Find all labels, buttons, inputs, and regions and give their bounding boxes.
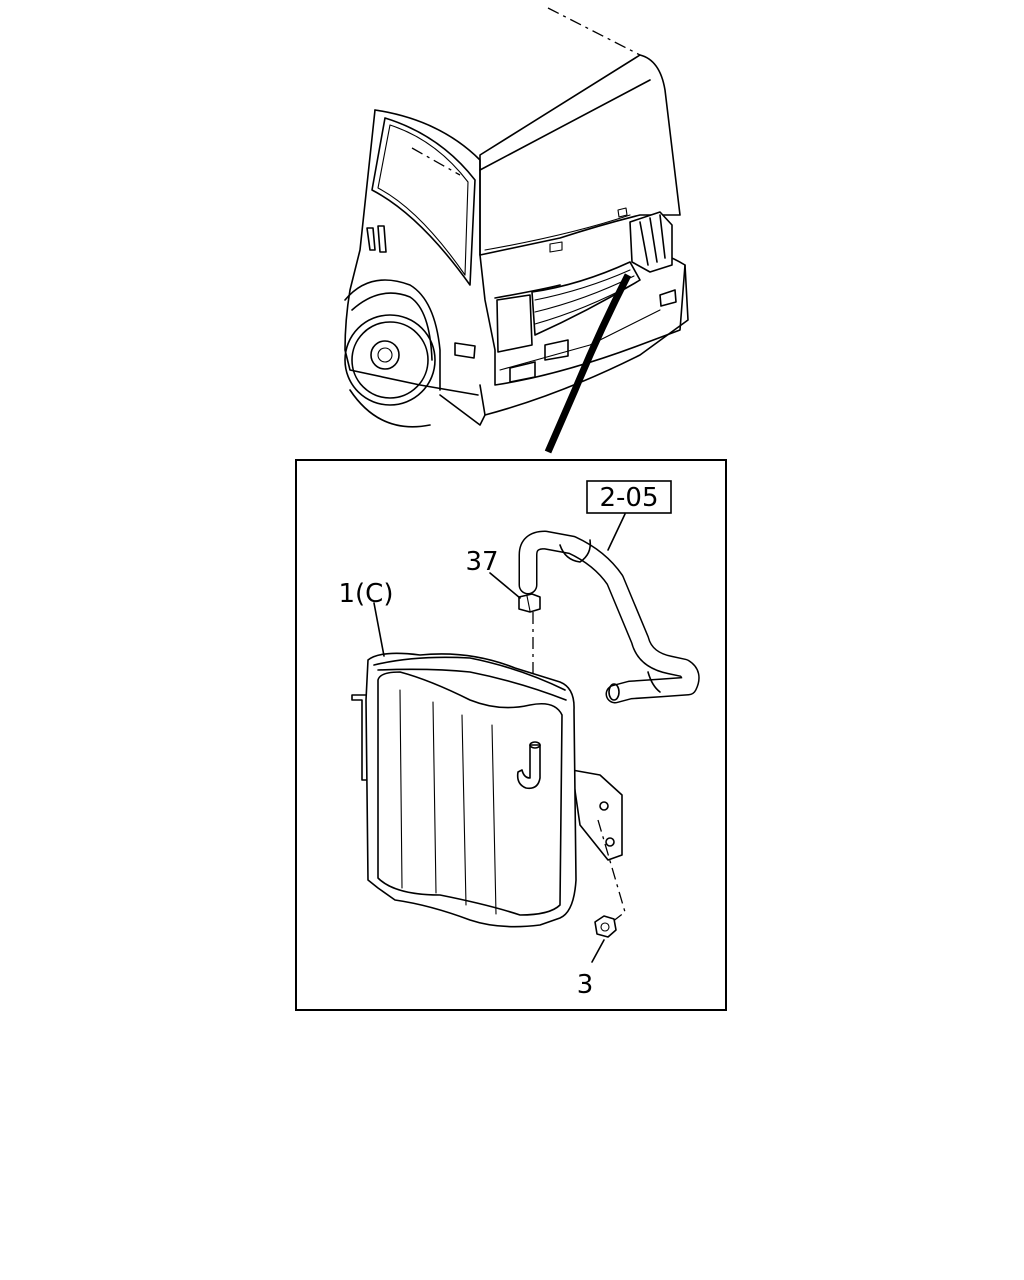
truck-cab-illustration bbox=[344, 7, 689, 454]
part-3-label: 3 bbox=[577, 970, 594, 1000]
part-3-nut[interactable]: 3 bbox=[577, 819, 626, 1000]
washer-hose bbox=[518, 530, 700, 704]
ref-box-label: 2-05 bbox=[599, 483, 658, 513]
part-1c-label: 1(C) bbox=[339, 579, 394, 609]
part-37-label: 37 bbox=[465, 547, 498, 577]
part-1c-washer-tank[interactable]: 1(C) bbox=[339, 579, 623, 928]
detail-frame bbox=[295, 459, 727, 1011]
reference-callout-2-05[interactable]: 2-05 bbox=[586, 480, 672, 551]
